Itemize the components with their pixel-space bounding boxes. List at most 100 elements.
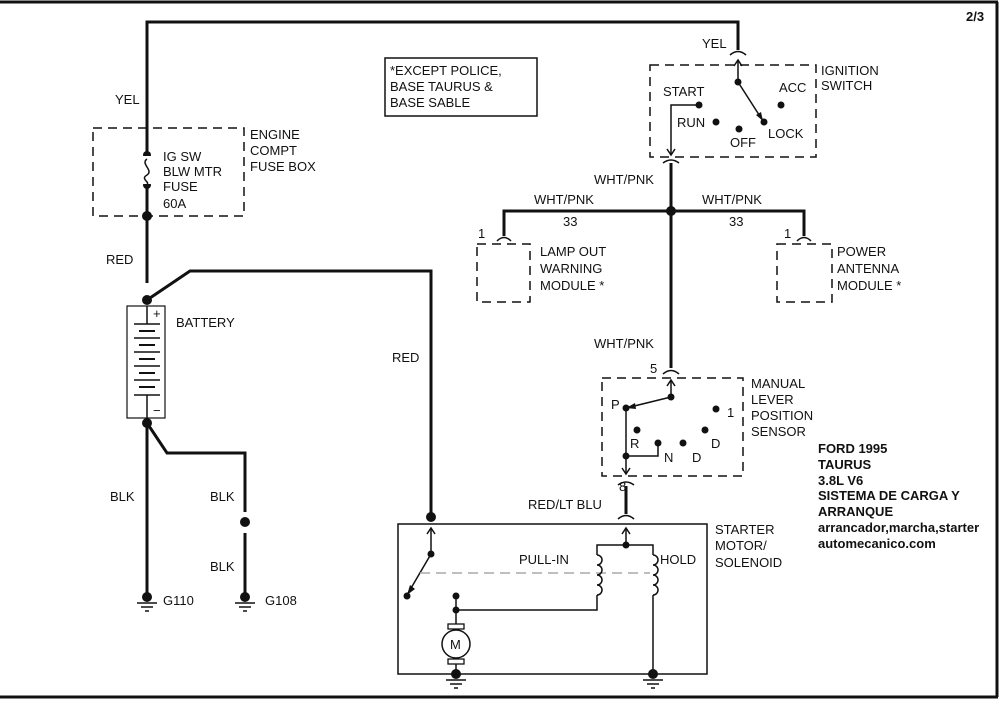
mlps-pos-d: D xyxy=(692,450,701,465)
power-antenna-module-outline xyxy=(776,243,833,303)
lamp-out-title-line1: LAMP OUT xyxy=(540,244,606,259)
lamp-out-pin: 1 xyxy=(478,226,485,241)
ignition-pos-start: START xyxy=(663,84,704,99)
ignition-pos-run: RUN xyxy=(677,115,705,130)
power-antenna-pin: 1 xyxy=(784,226,791,241)
mlps-switch-icon xyxy=(621,378,720,476)
fuse-icon xyxy=(143,158,150,185)
ground-icon-hold xyxy=(643,669,663,689)
motor-icon xyxy=(441,592,471,672)
mlps-pos-d2: D xyxy=(711,436,720,451)
info-line6: arrancador,marcha,starter xyxy=(818,520,979,535)
fuse-box-title-line2: COMPT xyxy=(250,143,297,158)
ignition-switch-outline xyxy=(649,64,817,158)
wire-label-blk-g110: BLK xyxy=(110,489,135,504)
wht-pnk-left-wire xyxy=(502,209,671,236)
ground-icon-g110 xyxy=(137,592,157,612)
ground-icon-motor xyxy=(446,669,466,689)
lamp-out-title-line3: MODULE * xyxy=(540,278,604,293)
wire-label-blk-g108-lower: BLK xyxy=(210,559,235,574)
info-line7: automecanico.com xyxy=(818,536,936,551)
fuse-box-title-line3: FUSE BOX xyxy=(250,159,316,174)
solenoid-contact-icon xyxy=(403,526,436,600)
wire-label-wht-pnk-left: WHT/PNK xyxy=(534,192,594,207)
hold-label: HOLD xyxy=(660,552,696,567)
wire-label-red-lt-blu: RED/LT BLU xyxy=(528,497,602,512)
red-starter-wire xyxy=(146,269,433,517)
starter-outline xyxy=(397,523,708,675)
starter-b-terminal xyxy=(426,512,436,522)
ignition-title-line2: SWITCH xyxy=(821,78,872,93)
mlps-pin-out: 8 xyxy=(619,479,626,494)
wire-label-blk-g108-upper: BLK xyxy=(210,489,235,504)
info-line4: SISTEMA DE CARGA Y xyxy=(818,488,960,503)
fuse-label-line3: FUSE xyxy=(163,179,198,194)
power-antenna-title-line2: ANTENNA xyxy=(837,261,899,276)
mlps-title-line1: MANUAL xyxy=(751,376,805,391)
fuse-label-line2: BLW MTR xyxy=(163,164,222,179)
mlps-pin-in: 5 xyxy=(650,361,657,376)
wire-label-wht-pnk-sensor: WHT/PNK xyxy=(594,336,654,351)
mlps-pos-r: R xyxy=(630,436,639,451)
pull-in-label: PULL-IN xyxy=(519,552,569,567)
fuse-box-title-line1: ENGINE xyxy=(250,127,300,142)
starter-title-line2: MOTOR/ xyxy=(715,538,767,553)
fuse-label-line4: 60A xyxy=(163,196,186,211)
fuse-label-line1: IG SW xyxy=(163,149,202,164)
mlps-connector-out xyxy=(617,481,635,486)
ignition-title-line1: IGNITION xyxy=(821,63,879,78)
mlps-pos-1: 1 xyxy=(727,405,734,420)
wire-label-wht-pnk-switch: WHT/PNK xyxy=(594,172,654,187)
lamp-out-module-outline xyxy=(476,243,531,303)
page-number: 2/3 xyxy=(966,9,984,24)
starter-s-connector xyxy=(617,514,635,520)
mlps-connector-in xyxy=(662,369,680,375)
battery-icon xyxy=(134,306,160,418)
info-line2: TAURUS xyxy=(818,457,872,472)
ignition-switch-icon xyxy=(666,58,785,157)
solenoid-coils-icon xyxy=(456,526,659,672)
ground-label-g108: G108 xyxy=(265,593,297,608)
ignition-connector-out xyxy=(662,159,680,164)
circuit-number-left: 33 xyxy=(563,214,577,229)
info-line5: ARRANQUE xyxy=(818,504,893,519)
ignition-connector-in xyxy=(729,50,747,56)
fuse-box-outline xyxy=(92,127,245,217)
battery-label: BATTERY xyxy=(176,315,235,330)
fuse-gap xyxy=(141,156,153,184)
wire-label-yel-left: YEL xyxy=(115,92,140,107)
mlps-title-line3: POSITION xyxy=(751,408,813,423)
note-box xyxy=(384,57,538,117)
ignition-pos-acc: ACC xyxy=(779,80,806,95)
wire-label-red-fuse: RED xyxy=(106,252,133,267)
g108-splice xyxy=(240,517,250,527)
wire-label-red-starter: RED xyxy=(392,350,419,365)
ground-label-g110: G110 xyxy=(163,593,194,608)
battery-case xyxy=(126,305,166,419)
battery-plus-sign: + xyxy=(153,306,161,321)
mlps-title-line2: LEVER xyxy=(751,392,794,407)
starter-title-line3: SOLENOID xyxy=(715,555,782,570)
note-line2: BASE TAURUS & xyxy=(390,79,493,94)
note-line3: BASE SABLE xyxy=(390,95,471,110)
info-line3: 3.8L V6 xyxy=(818,473,863,488)
battery-minus-sign: − xyxy=(153,403,161,418)
starter-title-line1: STARTER xyxy=(715,522,774,537)
power-antenna-title-line1: POWER xyxy=(837,244,886,259)
mlps-outline xyxy=(601,377,744,477)
wht-pnk-right-wire xyxy=(671,209,806,236)
power-antenna-title-line3: MODULE * xyxy=(837,278,901,293)
motor-label: M xyxy=(450,637,461,652)
blk-g108-wire-upper xyxy=(145,422,247,512)
fuse-box-splice xyxy=(142,211,152,221)
mlps-title-line4: SENSOR xyxy=(751,424,806,439)
lamp-out-connector xyxy=(496,236,512,242)
wire-label-wht-pnk-right: WHT/PNK xyxy=(702,192,762,207)
mlps-pos-n: N xyxy=(664,450,673,465)
ignition-pos-lock: LOCK xyxy=(768,126,804,141)
circuit-number-right: 33 xyxy=(729,214,743,229)
wire-label-yel-top: YEL xyxy=(702,36,727,51)
power-antenna-connector xyxy=(796,236,812,242)
note-line1: *EXCEPT POLICE, xyxy=(390,63,502,78)
